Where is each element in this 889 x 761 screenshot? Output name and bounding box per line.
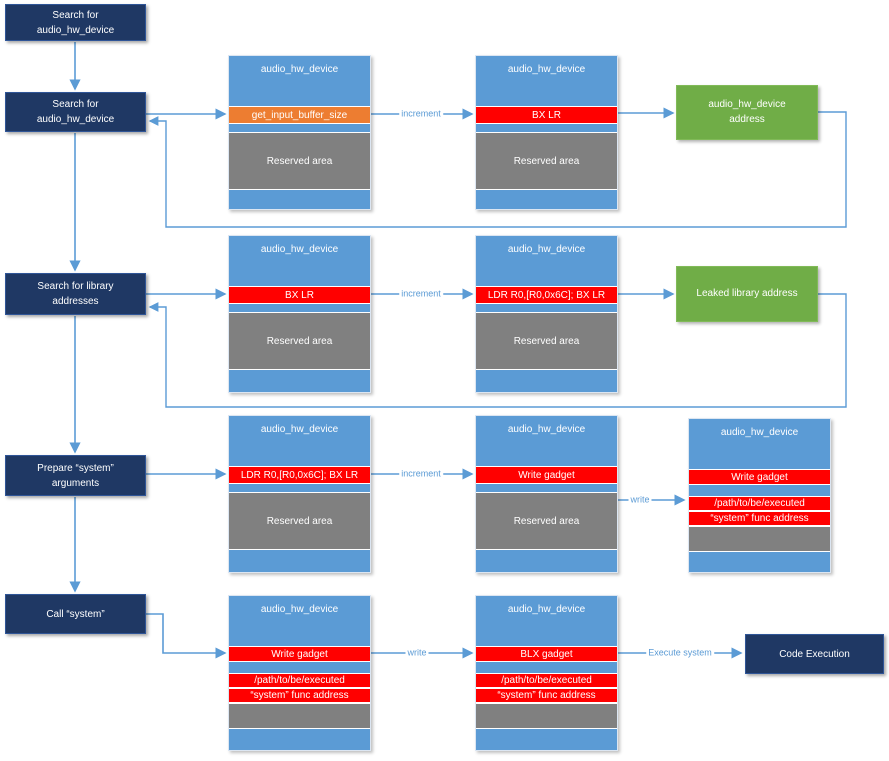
arrow-step5-mem-r4 xyxy=(146,613,227,659)
step-line: Search for xyxy=(52,99,99,110)
mem-reserved-area: Reserved area xyxy=(476,492,617,550)
mem-row-write-gadget: Write gadget xyxy=(229,646,370,662)
mem-footer xyxy=(229,370,370,392)
step-label: Prepare “system” arguments xyxy=(37,461,114,491)
mem-title: audio_hw_device xyxy=(507,64,586,75)
step-call-system: Call “system” xyxy=(5,594,146,634)
result-line: address xyxy=(729,113,765,125)
result-line: Leaked library address xyxy=(696,287,798,299)
mem-strip xyxy=(689,485,830,496)
mem-row-bx-lr: BX LR xyxy=(229,286,370,304)
mem-strip xyxy=(229,304,370,312)
label-increment-r2: increment xyxy=(399,288,443,300)
label-write-r4: write xyxy=(405,647,429,659)
mem-strip xyxy=(229,662,370,673)
mem-title: audio_hw_device xyxy=(507,604,586,615)
mem-strip xyxy=(476,484,617,492)
step-line: Call “system” xyxy=(46,608,105,620)
mem-row-system-func-address: “system” func address xyxy=(476,688,617,703)
mem-title: audio_hw_device xyxy=(260,424,339,435)
step-label: Search for audio_hw_device xyxy=(37,8,114,38)
mem-footer xyxy=(229,729,370,750)
mem-row-write-gadget: Write gadget xyxy=(689,469,830,485)
step-line: Search for xyxy=(52,9,99,21)
mem-title: audio_hw_device xyxy=(507,244,586,255)
mem-title: audio_hw_device xyxy=(260,604,339,615)
mem-row-system-func-address: “system” func address xyxy=(689,511,830,526)
mem-reserved-area: Reserved area xyxy=(229,312,370,370)
mem-footer xyxy=(476,370,617,392)
mem-row-ldr-gadget: LDR R0,[R0,0x6C]; BX LR xyxy=(229,466,370,484)
step-line: addresses xyxy=(52,296,99,307)
mem-footer xyxy=(689,552,830,572)
mem-reserved-area: Reserved area xyxy=(476,312,617,370)
mem-strip xyxy=(476,304,617,312)
step-line: audio_hw_device xyxy=(36,24,115,36)
mem-box-r3c4: audio_hw_device Write gadget /path/to/be… xyxy=(688,418,831,573)
mem-row-write-gadget: Write gadget xyxy=(476,466,617,484)
step-label: Search for library addresses xyxy=(37,279,113,309)
mem-row-system-func-address: “system” func address xyxy=(229,688,370,703)
step-label: Call “system” xyxy=(46,607,104,622)
mem-reserved-area: Reserved area xyxy=(229,492,370,550)
step-line: Prepare “system” xyxy=(37,462,114,474)
step-line: Search for library xyxy=(37,281,114,292)
label-write-r3: write xyxy=(628,494,652,506)
mem-footer xyxy=(476,190,617,209)
mem-reserved-area: Reserved area xyxy=(476,132,617,190)
step-prepare-arguments: Prepare “system” arguments xyxy=(5,455,146,496)
mem-row-path: /path/to/be/executed xyxy=(476,673,617,688)
mem-strip xyxy=(476,662,617,673)
label-increment-r3: increment xyxy=(399,468,443,480)
mem-title: audio_hw_device xyxy=(260,244,339,255)
mem-reserved-area xyxy=(689,526,830,552)
mem-row-bx-lr: BX LR xyxy=(476,106,617,124)
label-execute-system: Execute system xyxy=(646,647,714,659)
result-line: Code Execution xyxy=(779,648,850,660)
step-line: arguments xyxy=(51,477,100,489)
step-search-device-2: Search for audio_hw_device xyxy=(5,92,146,132)
mem-box-r2c3: audio_hw_device LDR R0,[R0,0x6C]; BX LR … xyxy=(475,235,618,393)
mem-footer xyxy=(476,550,617,572)
result-code-execution: Code Execution xyxy=(745,634,884,674)
mem-footer xyxy=(229,550,370,572)
mem-box-r2c2: audio_hw_device BX LR Reserved area xyxy=(228,235,371,393)
mem-reserved-area xyxy=(476,703,617,729)
mem-box-r3c3: audio_hw_device Write gadget Reserved ar… xyxy=(475,415,618,573)
mem-title: audio_hw_device xyxy=(720,427,799,438)
step-search-library: Search for library addresses xyxy=(5,273,146,315)
mem-row-get-input-buffer-size: get_input_buffer_size xyxy=(229,106,370,124)
mem-row-path: /path/to/be/executed xyxy=(229,673,370,688)
mem-box-r1c2: audio_hw_device get_input_buffer_size Re… xyxy=(228,55,371,210)
step-label: Search for audio_hw_device xyxy=(37,97,114,127)
mem-strip xyxy=(229,124,370,132)
mem-row-path: /path/to/be/executed xyxy=(689,496,830,511)
mem-box-r4c2: audio_hw_device Write gadget /path/to/be… xyxy=(228,595,371,751)
mem-reserved-area: Reserved area xyxy=(229,132,370,190)
mem-footer xyxy=(229,190,370,209)
label-increment-r1: increment xyxy=(399,108,443,120)
step-line: audio_hw_device xyxy=(36,114,115,125)
mem-title: audio_hw_device xyxy=(260,64,339,75)
mem-row-ldr-gadget: LDR R0,[R0,0x6C]; BX LR xyxy=(476,286,617,304)
step-search-device-1: Search for audio_hw_device xyxy=(5,4,146,41)
result-line: audio_hw_device xyxy=(708,99,786,110)
mem-title: audio_hw_device xyxy=(507,424,586,435)
mem-reserved-area xyxy=(229,703,370,729)
result-leaked-library-address: Leaked library address xyxy=(676,266,818,322)
mem-box-r4c3: audio_hw_device BLX gadget /path/to/be/e… xyxy=(475,595,618,751)
mem-box-r1c3: audio_hw_device BX LR Reserved area xyxy=(475,55,618,210)
mem-footer xyxy=(476,729,617,750)
mem-strip xyxy=(229,484,370,492)
mem-box-r3c2: audio_hw_device LDR R0,[R0,0x6C]; BX LR … xyxy=(228,415,371,573)
mem-strip xyxy=(476,124,617,132)
mem-row-blx-gadget: BLX gadget xyxy=(476,646,617,662)
